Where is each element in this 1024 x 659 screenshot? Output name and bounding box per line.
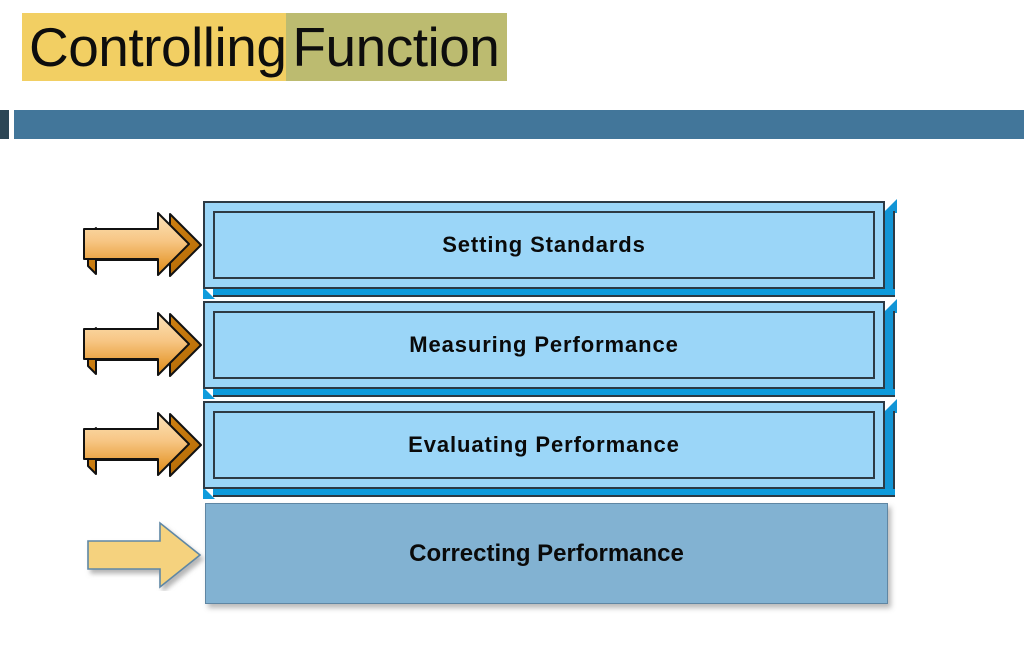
arrow-right-icon	[78, 212, 203, 284]
process-step-label: Correcting Performance	[409, 539, 684, 567]
process-step-label: Measuring Performance	[409, 332, 679, 357]
box-corner-bevel-bottom	[203, 487, 215, 499]
arrow-right-icon	[78, 312, 203, 384]
box-corner-bevel	[883, 399, 897, 413]
process-step-box: Correcting Performance	[205, 503, 888, 604]
arrow-right-icon	[78, 412, 203, 484]
box-face: Measuring Performance	[203, 301, 885, 389]
box-corner-bevel-bottom	[203, 387, 215, 399]
box-bottom-extrusion	[213, 389, 895, 397]
box-inner-frame: Evaluating Performance	[213, 411, 875, 479]
box-right-extrusion	[885, 411, 895, 497]
box-corner-bevel	[883, 199, 897, 213]
arrow-right-icon	[80, 519, 205, 591]
box-bottom-extrusion	[213, 289, 895, 297]
divider-bar	[14, 110, 1024, 139]
process-step-label: Evaluating Performance	[408, 432, 680, 457]
box-bottom-extrusion	[213, 489, 895, 497]
box-corner-bevel-bottom	[203, 287, 215, 299]
process-step-box: Evaluating Performance	[203, 399, 897, 499]
process-step-label: Setting Standards	[442, 232, 646, 257]
page-title: Controlling Function	[22, 13, 508, 81]
page-title-segment-a: Controlling	[22, 13, 287, 81]
box-face: Setting Standards	[203, 201, 885, 289]
box-right-extrusion	[885, 311, 895, 397]
page-title-segment-b: Function	[286, 13, 508, 81]
box-right-extrusion	[885, 211, 895, 297]
title-divider	[0, 110, 1024, 139]
box-corner-bevel	[883, 299, 897, 313]
process-step-box: Setting Standards	[203, 199, 897, 299]
box-inner-frame: Setting Standards	[213, 211, 875, 279]
box-face: Evaluating Performance	[203, 401, 885, 489]
box-inner-frame: Measuring Performance	[213, 311, 875, 379]
process-step-box: Measuring Performance	[203, 299, 897, 399]
divider-left-tab	[0, 110, 9, 139]
